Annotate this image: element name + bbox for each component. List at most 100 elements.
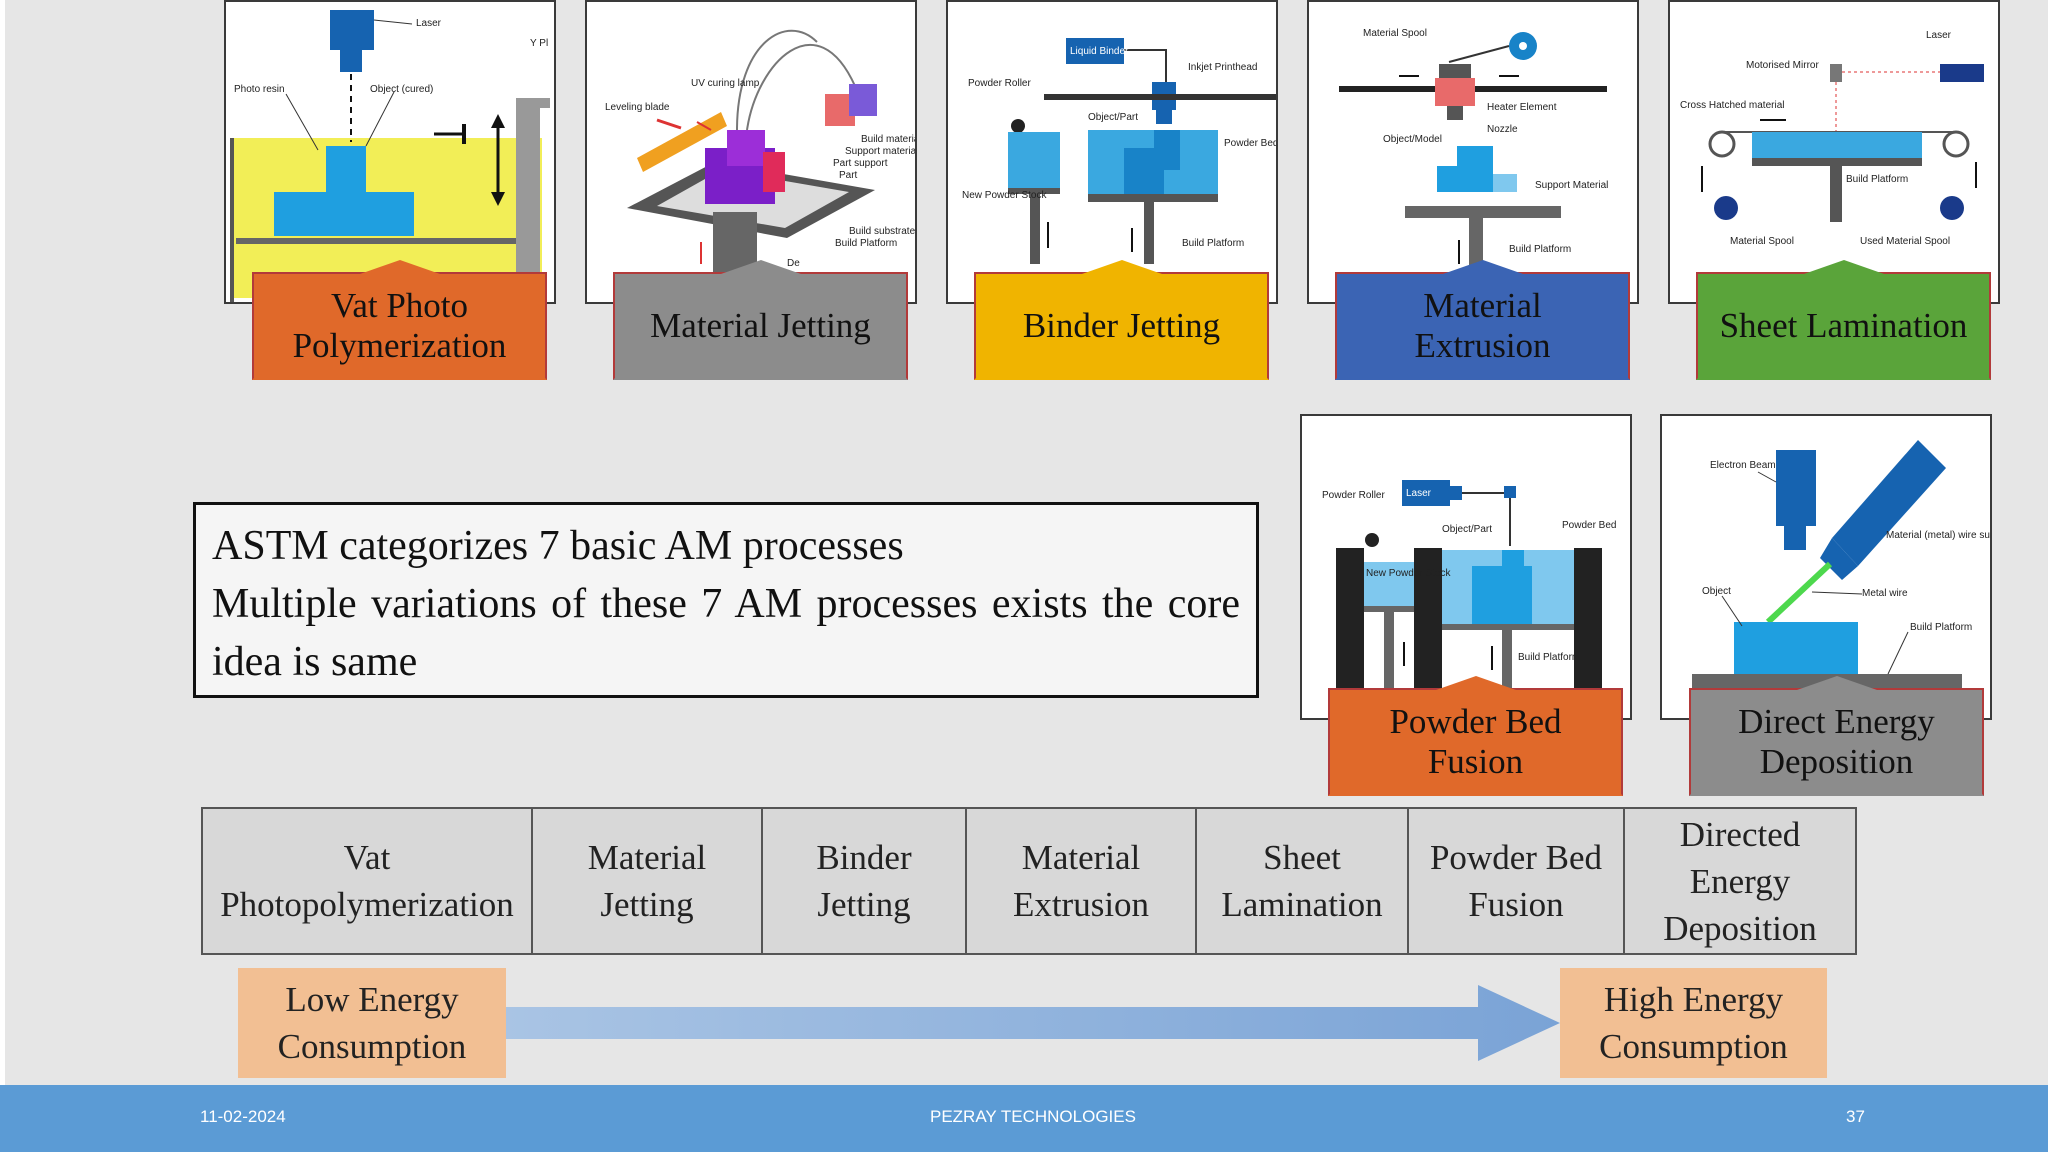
bj-diagram-card: Liquid Binder Inkjet Printhead Powder Ro… — [946, 0, 1278, 304]
bj-diagram: Liquid Binder Inkjet Printhead Powder Ro… — [962, 38, 1276, 264]
process-label-me-line1: Material — [1423, 286, 1542, 325]
pbf-label-roller: Powder Roller — [1322, 490, 1385, 501]
pbf-label-new-powder: New Powder Stock — [1366, 568, 1451, 579]
mj-diagram-card: UV curing lamp Leveling blade Build mate… — [585, 0, 917, 304]
process-label-mj: Material Jetting — [613, 260, 908, 380]
high-energy-line1: High Energy — [1603, 980, 1784, 1019]
mj-label-support: Support material — [845, 146, 915, 157]
table-cell-line1: Binder — [816, 838, 912, 877]
sl-label-laser: Laser — [1926, 30, 1952, 41]
vat-label-resin: Photo resin — [234, 84, 285, 95]
description-box: ASTM categorizes 7 basic AM processes Mu… — [193, 502, 1259, 698]
sl-label-platform: Build Platform — [1846, 174, 1908, 185]
mj-diagram: UV curing lamp Leveling blade Build mate… — [605, 29, 915, 302]
pbf-label-platform: Build Platform — [1518, 652, 1580, 663]
vat-label-y: Y Pl — [530, 38, 548, 49]
energy-arrow — [506, 985, 1560, 1061]
ded-diagram-card: Electron Beam Material (metal) wire supp… — [1660, 414, 1992, 720]
process-label-ded-line2: Deposition — [1759, 742, 1914, 781]
ded-label-wire: Material (metal) wire supply — [1886, 530, 1990, 541]
sl-label-mirror: Motorised Mirror — [1746, 60, 1819, 71]
low-energy-line2: Consumption — [277, 1027, 467, 1066]
mj-label-leveling: Leveling blade — [605, 102, 670, 113]
process-label-bj: Binder Jetting — [974, 260, 1269, 380]
me-label-heater: Heater Element — [1487, 102, 1557, 113]
mj-label-substrate: Build substrate — [849, 226, 915, 237]
me-label-support: Support Material — [1535, 180, 1608, 191]
ded-label-object: Object — [1702, 586, 1731, 597]
table-cell-line2: Fusion — [1468, 885, 1564, 924]
process-label-sl-line1: Sheet Lamination — [1719, 306, 1968, 345]
low-energy-line1: Low Energy — [285, 980, 459, 1019]
table-cell-line2: Jetting — [817, 885, 911, 924]
table-cell-line1: Material — [587, 838, 707, 877]
pbf-label-bed: Powder Bed — [1562, 520, 1616, 531]
me-label-platform: Build Platform — [1509, 244, 1571, 255]
table-cell-line2: Lamination — [1221, 885, 1383, 924]
process-label-vat-line2: Polymerization — [292, 326, 507, 365]
me-diagram-card: Material Spool Heater Element Nozzle Obj… — [1307, 0, 1639, 304]
pbf-diagram: Laser Powder Roller Object/Part Powder B… — [1322, 480, 1616, 688]
table-cell-line1: Powder Bed — [1429, 838, 1603, 877]
sl-diagram: Laser Motorised Mirror Cross Hatched mat… — [1680, 30, 1984, 247]
table-cell-line3: Deposition — [1663, 908, 1817, 948]
bj-label-bed: Powder Bed — [1224, 138, 1276, 149]
table-cell-line1: Vat — [343, 838, 391, 877]
process-label-me-line2: Extrusion — [1414, 326, 1551, 365]
high-energy-line2: Consumption — [1599, 1027, 1788, 1066]
table-cell-line1: Material — [1021, 838, 1141, 877]
mj-label-part: Part — [839, 170, 858, 181]
ded-label-beam: Electron Beam — [1710, 460, 1776, 471]
ded-label-metal-wire: Metal wire — [1862, 588, 1908, 599]
sl-label-cross: Cross Hatched material — [1680, 100, 1784, 111]
pbf-label-object: Object/Part — [1442, 524, 1492, 535]
process-label-bj-line1: Binder Jetting — [1022, 306, 1221, 345]
bj-label-liquid: Liquid Binder — [1070, 46, 1129, 57]
process-label-vat-line1: Vat Photo — [330, 286, 469, 325]
table-cell-line2: Jetting — [600, 885, 694, 924]
table-cell-line2: Photopolymerization — [220, 885, 514, 924]
description-line-1: ASTM categorizes 7 basic AM processes — [212, 523, 904, 569]
vat-label-laser: Laser — [416, 18, 442, 29]
footer-company: PEZRAY TECHNOLOGIES — [930, 1107, 1136, 1126]
bj-label-platform: Build Platform — [1182, 238, 1244, 249]
me-diagram: Material Spool Heater Element Nozzle Obj… — [1339, 28, 1608, 302]
slide-footer: 11-02-2024 PEZRAY TECHNOLOGIES 37 — [0, 1085, 2048, 1152]
process-label-mj-line1: Material Jetting — [650, 306, 871, 345]
table-cell-line2: Energy — [1689, 861, 1791, 901]
mj-label-build-material: Build material — [861, 134, 915, 145]
pbf-label-laser: Laser — [1406, 488, 1432, 499]
sl-label-spool: Material Spool — [1730, 236, 1794, 247]
me-label-object: Object/Model — [1383, 134, 1442, 145]
me-label-nozzle: Nozzle — [1487, 124, 1518, 135]
bj-label-new-powder: New Powder Stock — [962, 190, 1047, 201]
pbf-diagram-card: Laser Powder Roller Object/Part Powder B… — [1300, 414, 1632, 720]
process-label-ded-line1: Direct Energy — [1738, 702, 1935, 741]
vat-diagram: Laser Photo resin Object (cured) Y Pl — [230, 10, 550, 302]
footer-page-number: 37 — [1846, 1107, 1865, 1126]
mj-label-platform: Build Platform — [835, 238, 897, 249]
table-cell-line2: Extrusion — [1012, 885, 1150, 924]
description-line-2: Multiple variations of these 7 AM proces… — [212, 581, 1240, 685]
vat-label-object: Object (cured) — [370, 84, 433, 95]
sl-diagram-card: Laser Motorised Mirror Cross Hatched mat… — [1668, 0, 2000, 304]
table-cell-line1: Sheet — [1263, 838, 1341, 877]
mj-label-part-support: Part support — [833, 158, 888, 169]
process-label-pbf-line1: Powder Bed — [1389, 702, 1562, 741]
ded-diagram: Electron Beam Material (metal) wire supp… — [1692, 440, 1990, 690]
process-label-pbf-line2: Fusion — [1427, 742, 1524, 781]
vat-diagram-card: Laser Photo resin Object (cured) Y Pl — [224, 0, 556, 304]
